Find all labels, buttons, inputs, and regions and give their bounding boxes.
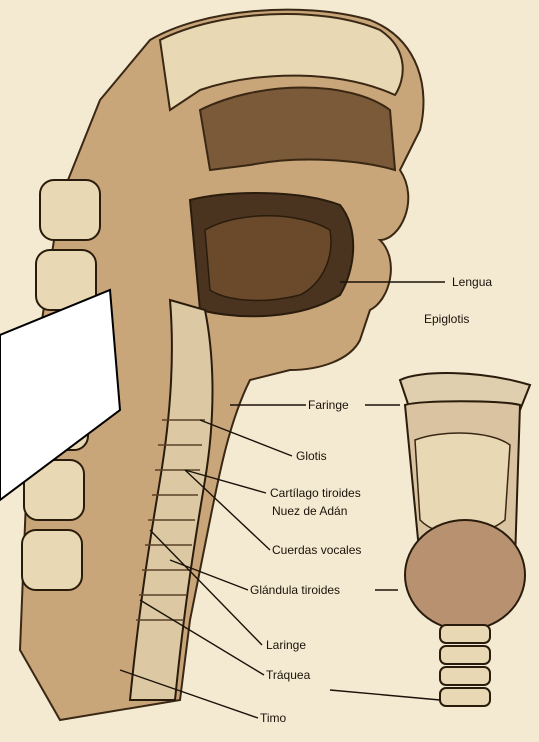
label-faringe: Faringe bbox=[308, 398, 349, 412]
label-epiglotis: Epiglotis bbox=[424, 312, 469, 326]
label-traquea: Tráquea bbox=[266, 668, 310, 682]
label-glotis: Glotis bbox=[296, 449, 327, 463]
label-laringe: Laringe bbox=[266, 638, 306, 652]
nasal-cavity bbox=[200, 88, 395, 171]
lower-trachea bbox=[440, 625, 490, 706]
label-cartilago-tiroides: Cartílago tiroides bbox=[270, 486, 361, 500]
label-lengua: Lengua bbox=[452, 275, 492, 289]
label-cuerdas-vocales: Cuerdas vocales bbox=[272, 543, 361, 557]
label-nuez-de-adan: Nuez de Adán bbox=[272, 504, 347, 518]
label-glandula-tiroides: Glándula tiroides bbox=[250, 583, 340, 597]
thyroid-gland bbox=[405, 520, 525, 630]
label-timo: Timo bbox=[260, 711, 286, 725]
